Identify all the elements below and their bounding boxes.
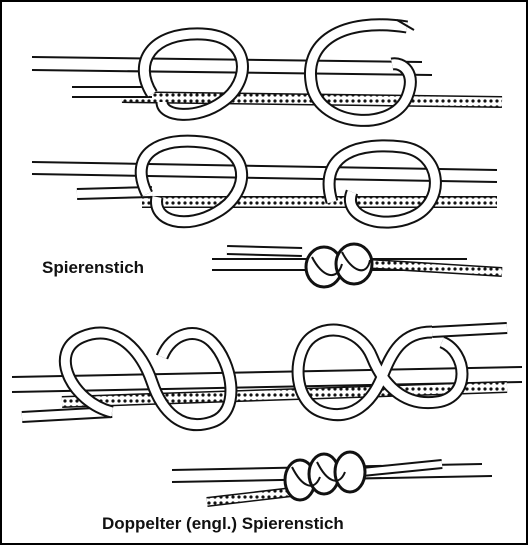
caption-single-knot: Spierenstich [42, 258, 144, 278]
diagram-4-double-loose [12, 328, 522, 425]
diagram-2-two-knots [32, 141, 497, 222]
diagram-1-loose-knot [32, 20, 502, 120]
diagram-3-single-knot-tight [212, 244, 502, 287]
caption-double-knot: Doppelter (engl.) Spierenstich [102, 514, 344, 534]
diagram-5-double-knot-tight [172, 452, 492, 502]
